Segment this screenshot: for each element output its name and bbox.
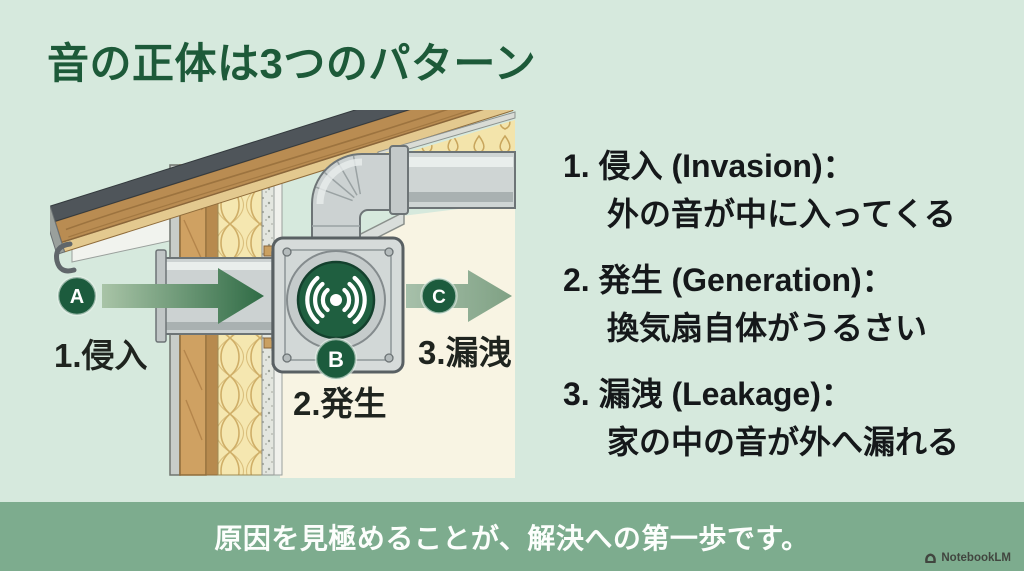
- footer-message: 原因を見極めることが、解決への第一歩です。: [214, 522, 810, 554]
- list-item: 3. 漏洩 (Leakage)： 家の中の音が外へ漏れる: [563, 370, 1013, 466]
- arrow-c: [406, 270, 512, 322]
- badge-a-letter: A: [70, 286, 84, 308]
- list-item-heading: 2. 発生 (Generation)：: [563, 262, 894, 298]
- list-item-heading: 1. 侵入 (Invasion)：: [563, 148, 855, 184]
- list-item-description: 家の中の音が外へ漏れる: [607, 424, 960, 460]
- list-item: 2. 発生 (Generation)： 換気扇自体がうるさい: [563, 256, 1013, 352]
- arrow-a: [102, 268, 264, 324]
- elbow-duct: [311, 153, 399, 246]
- list-item: 1. 侵入 (Invasion)： 外の音が中に入ってくる: [563, 142, 1013, 238]
- pattern-list: 1. 侵入 (Invasion)： 外の音が中に入ってくる 2. 発生 (Gen…: [563, 142, 1013, 484]
- screws: [282, 247, 394, 363]
- attic-duct: [389, 145, 516, 215]
- badge-c: [420, 277, 458, 315]
- badge-a: [56, 275, 98, 317]
- attic-insulation: [382, 120, 515, 160]
- label-b: 2.発生: [293, 385, 387, 422]
- badge-b-letter: B: [328, 347, 344, 372]
- footer-banner: 原因を見極めることが、解決への第一歩です。: [0, 502, 1024, 571]
- gutter-hook-icon: [54, 241, 77, 274]
- sound-wave-icon: [305, 275, 367, 325]
- badge-b: [314, 337, 358, 381]
- notebooklm-logo-icon: [925, 553, 937, 563]
- badge-c-letter: C: [432, 287, 446, 308]
- list-item-description: 換気扇自体がうるさい: [607, 310, 928, 346]
- ventilation-diagram: A 1.侵入 C 3.漏洩 B 2.発生: [50, 110, 516, 478]
- watermark: NotebookLM: [924, 552, 1011, 564]
- watermark-brand: NotebookLM: [941, 552, 1011, 564]
- label-a: 1.侵入: [54, 337, 148, 374]
- list-item-heading: 3. 漏洩 (Leakage)：: [563, 376, 853, 412]
- list-item-description: 外の音が中に入ってくる: [607, 196, 956, 232]
- roof: [50, 110, 514, 255]
- page-title: 音の正体は3つのパターン: [47, 40, 537, 87]
- label-c: 3.漏洩: [418, 334, 512, 371]
